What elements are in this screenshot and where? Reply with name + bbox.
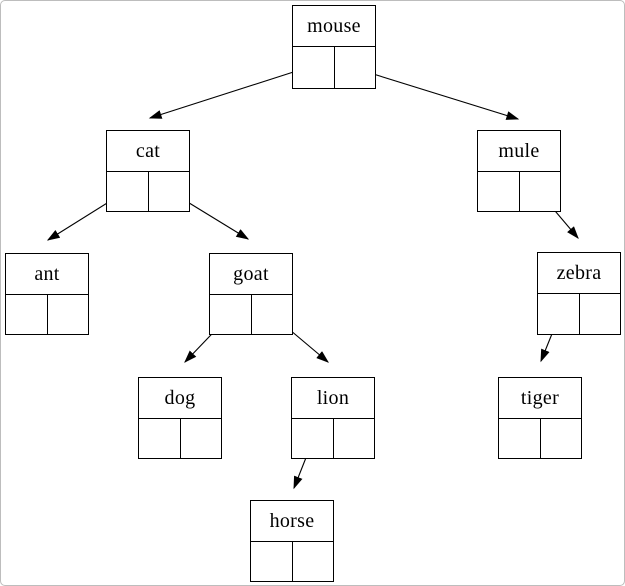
right-pointer-cell-cat [149,172,190,211]
tree-node-mule: mule [477,130,561,212]
node-label-mouse: mouse [293,6,375,47]
node-label-zebra: zebra [538,253,620,294]
left-pointer-cell-cat [107,172,149,211]
pointer-cells-cat [107,172,189,211]
pointer-cells-zebra [538,294,620,334]
node-label-dog: dog [139,378,221,419]
tree-node-goat: goat [209,253,293,335]
pointer-cells-goat [210,295,292,334]
pointer-cells-lion [292,419,374,458]
pointer-cells-horse [251,542,333,581]
right-pointer-cell-mouse [335,47,376,88]
right-pointer-cell-goat [252,295,293,334]
node-label-goat: goat [210,254,292,295]
left-pointer-cell-horse [251,542,293,581]
left-pointer-cell-mouse [293,47,335,88]
right-pointer-cell-tiger [541,419,582,458]
left-pointer-cell-zebra [538,294,580,334]
left-pointer-cell-dog [139,419,181,458]
left-pointer-cell-goat [210,295,252,334]
node-label-cat: cat [107,131,189,172]
left-pointer-cell-ant [6,295,48,334]
tree-node-ant: ant [5,253,89,335]
right-pointer-cell-dog [181,419,222,458]
left-pointer-cell-tiger [499,419,541,458]
node-label-ant: ant [6,254,88,295]
node-label-lion: lion [292,378,374,419]
node-label-mule: mule [478,131,560,172]
right-pointer-cell-mule [520,172,561,211]
left-pointer-cell-mule [478,172,520,211]
pointer-cells-ant [6,295,88,334]
node-label-tiger: tiger [499,378,581,419]
tree-node-zebra: zebra [537,252,621,335]
edge-mouse-cat [148,66,310,119]
tree-node-mouse: mouse [292,5,376,89]
left-pointer-cell-lion [292,419,334,458]
tree-node-lion: lion [291,377,375,459]
edge-mouse-mule [353,67,520,120]
pointer-cells-mule [478,172,560,211]
node-label-horse: horse [251,501,333,542]
pointer-cells-mouse [293,47,375,88]
tree-node-horse: horse [250,500,334,582]
right-pointer-cell-zebra [580,294,621,334]
right-pointer-cell-lion [334,419,375,458]
tree-node-dog: dog [138,377,222,459]
right-pointer-cell-ant [48,295,89,334]
tree-node-tiger: tiger [498,377,582,459]
pointer-cells-tiger [499,419,581,458]
pointer-cells-dog [139,419,221,458]
tree-node-cat: cat [106,130,190,212]
right-pointer-cell-horse [293,542,334,581]
